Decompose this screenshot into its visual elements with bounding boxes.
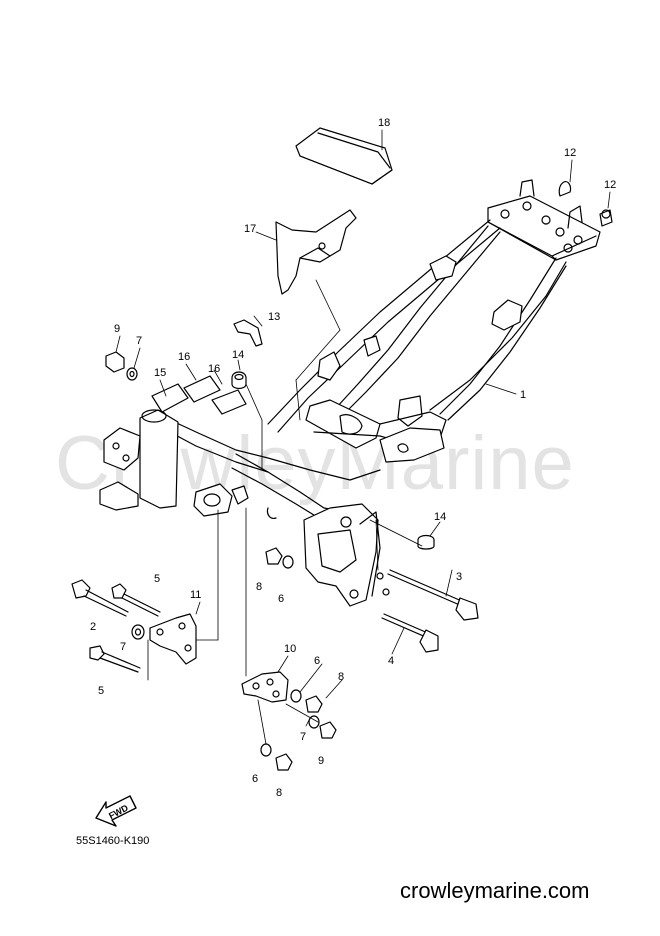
part-13-clamp <box>233 319 263 347</box>
callout-8-upper: 8 <box>256 581 262 593</box>
callout-6-mid: 6 <box>314 655 320 667</box>
callout-5-lower: 5 <box>98 685 104 697</box>
callout-10: 10 <box>284 643 296 655</box>
part-18-pad <box>295 127 393 185</box>
callout-5-upper: 5 <box>154 573 160 585</box>
callout-9-lower: 9 <box>318 755 324 767</box>
callout-1: 1 <box>520 389 526 401</box>
part-12-cap-nuts <box>558 181 613 227</box>
callout-11: 11 <box>190 589 201 601</box>
callout-8-lower: 8 <box>276 787 282 799</box>
callout-6-upper: 6 <box>278 593 284 605</box>
part-7-washer-left <box>131 624 145 640</box>
part-6-8-7-9-lower <box>260 689 337 771</box>
part-17-bracket <box>275 209 357 295</box>
callout-6-lower: 6 <box>252 773 258 785</box>
callout-12-left: 12 <box>564 147 576 159</box>
part-2-bolt <box>71 579 129 617</box>
part-5-bolt-lower <box>89 645 141 673</box>
callout-4: 4 <box>388 655 394 667</box>
callout-16-right: 16 <box>208 363 220 375</box>
callout-3: 3 <box>456 571 462 583</box>
callout-7-upper: 7 <box>136 335 142 347</box>
part-5-bolt-upper <box>111 583 161 617</box>
callout-12-right: 12 <box>604 179 616 191</box>
callout-14-upper: 14 <box>232 349 244 361</box>
callout-16-left: 16 <box>178 351 190 363</box>
callout-15: 15 <box>154 367 166 379</box>
callout-labels: 18 17 13 12 12 1 9 7 16 16 14 15 14 3 4 … <box>90 117 616 799</box>
callout-9-upper: 9 <box>114 323 120 335</box>
callout-7-lower: 7 <box>300 731 306 743</box>
fwd-arrow-icon: FWD <box>95 795 137 827</box>
part-11-bracket <box>149 613 197 665</box>
part-4-bolt <box>381 613 439 653</box>
callout-17: 17 <box>244 223 256 235</box>
drawing-code: 55S1460-K190 <box>76 835 150 847</box>
site-footer-link[interactable]: crowleymarine.com <box>400 878 590 903</box>
callout-8-mid: 8 <box>338 671 344 683</box>
callout-14-lower: 14 <box>434 511 446 523</box>
part-9-7-upper <box>105 351 138 381</box>
leader-lines <box>115 129 611 745</box>
callout-2: 2 <box>90 621 96 633</box>
part-10-bracket <box>241 671 289 703</box>
part-15-16-pads <box>151 375 247 415</box>
part-3-bolt <box>387 569 479 621</box>
callout-7-left: 7 <box>120 641 126 653</box>
part-8-6-upper <box>265 547 294 569</box>
callout-13: 13 <box>268 311 280 323</box>
part-1-frame <box>99 179 601 607</box>
callout-18: 18 <box>378 117 390 129</box>
